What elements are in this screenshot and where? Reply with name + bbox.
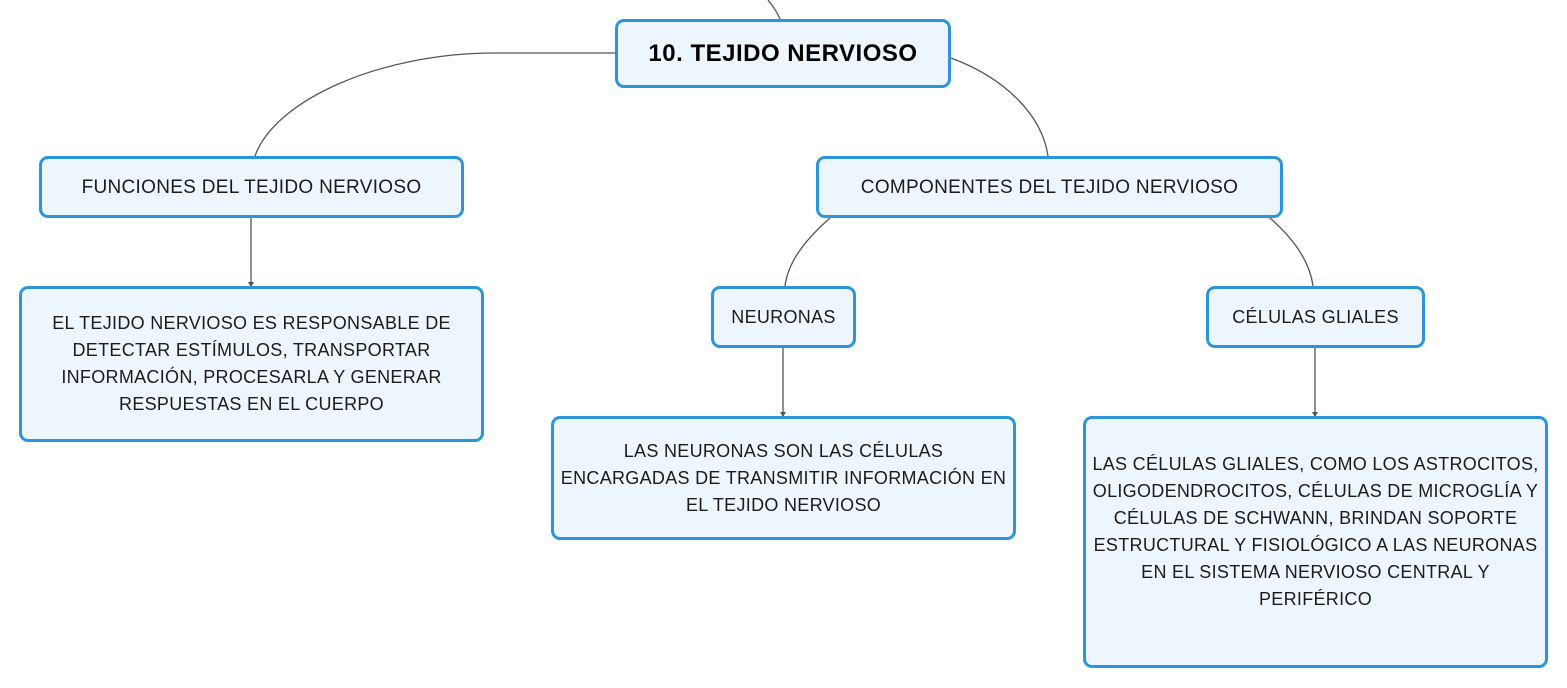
- arrowhead: [780, 412, 786, 417]
- connector-incoming: [767, 0, 781, 20]
- funciones-description-node[interactable]: EL TEJIDO NERVIOSO ES RESPONSABLE DE DET…: [19, 286, 484, 442]
- funciones-description-text: EL TEJIDO NERVIOSO ES RESPONSABLE DE DET…: [52, 313, 451, 414]
- funciones-node[interactable]: FUNCIONES DEL TEJIDO NERVIOSO: [39, 156, 464, 218]
- connector-componentes-neuronas: [784, 217, 831, 287]
- root-topic-label: 10. TEJIDO NERVIOSO: [648, 40, 918, 67]
- celulas-gliales-description-text: LAS CÉLULAS GLIALES, COMO LOS ASTROCITOS…: [1092, 454, 1539, 609]
- celulas-gliales-node[interactable]: CÉLULAS GLIALES: [1206, 286, 1425, 348]
- componentes-label: COMPONENTES DEL TEJIDO NERVIOSO: [860, 176, 1239, 198]
- connector-root-funciones: [254, 52, 615, 157]
- celulas-gliales-description-node[interactable]: LAS CÉLULAS GLIALES, COMO LOS ASTROCITOS…: [1083, 416, 1548, 668]
- root-topic-node[interactable]: 10. TEJIDO NERVIOSO: [615, 19, 951, 88]
- neuronas-node[interactable]: NEURONAS: [711, 286, 856, 348]
- neuronas-description-text: LAS NEURONAS SON LAS CÉLULAS ENCARGADAS …: [560, 440, 1007, 515]
- connector-componentes-gliales: [1269, 217, 1314, 287]
- connector-root-componentes: [950, 57, 1049, 157]
- componentes-node[interactable]: COMPONENTES DEL TEJIDO NERVIOSO: [816, 156, 1283, 218]
- neuronas-label: NEURONAS: [731, 306, 836, 327]
- celulas-gliales-label: CÉLULAS GLIALES: [1232, 306, 1399, 327]
- neuronas-description-node[interactable]: LAS NEURONAS SON LAS CÉLULAS ENCARGADAS …: [551, 416, 1016, 540]
- arrowhead: [248, 282, 254, 287]
- arrowhead: [1312, 412, 1318, 417]
- funciones-label: FUNCIONES DEL TEJIDO NERVIOSO: [81, 176, 422, 198]
